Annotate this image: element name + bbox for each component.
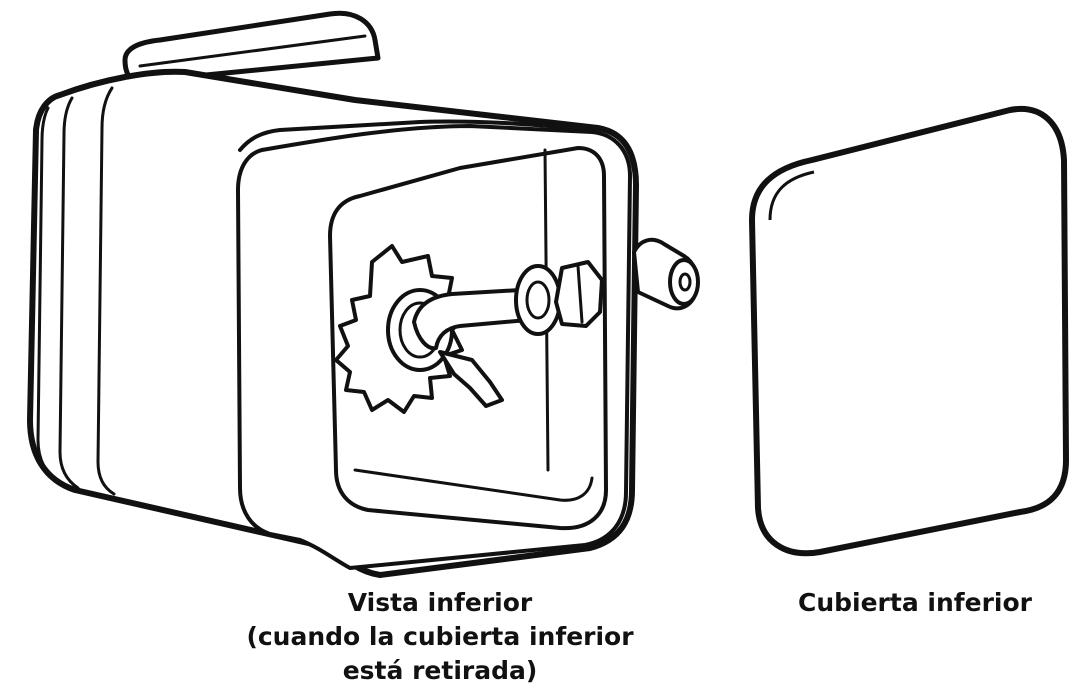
cavity-outer: [328, 146, 608, 531]
caption-bottom-cover-line1: Cubierta inferior: [797, 588, 1033, 617]
base-unit-illustration: [27, 10, 700, 578]
caption-bottom-cover: Cubierta inferior: [770, 586, 1060, 620]
hex-nut-line: [576, 264, 584, 324]
bracket: [438, 350, 504, 408]
caption-bottom-view-line3: está retirada): [342, 656, 538, 685]
side-outlet-bore: [678, 272, 692, 292]
side-rib-3: [96, 86, 116, 496]
caption-bottom-view-line2: (cuando la cubierta inferior: [246, 622, 634, 651]
fitting-washer-inner: [525, 280, 551, 320]
cover-panel: [749, 105, 1069, 557]
caption-bottom-view: Vista inferior (cuando la cubierta infer…: [230, 586, 650, 688]
side-rib-2: [58, 96, 80, 490]
side-rib-1: [36, 106, 64, 486]
handle-inner-line: [138, 34, 367, 68]
pipe: [412, 288, 530, 351]
cavity-inner: [353, 468, 594, 502]
cover-edge: [768, 170, 815, 221]
caption-bottom-view-line1: Vista inferior: [347, 588, 533, 617]
cover-illustration: [749, 105, 1069, 557]
